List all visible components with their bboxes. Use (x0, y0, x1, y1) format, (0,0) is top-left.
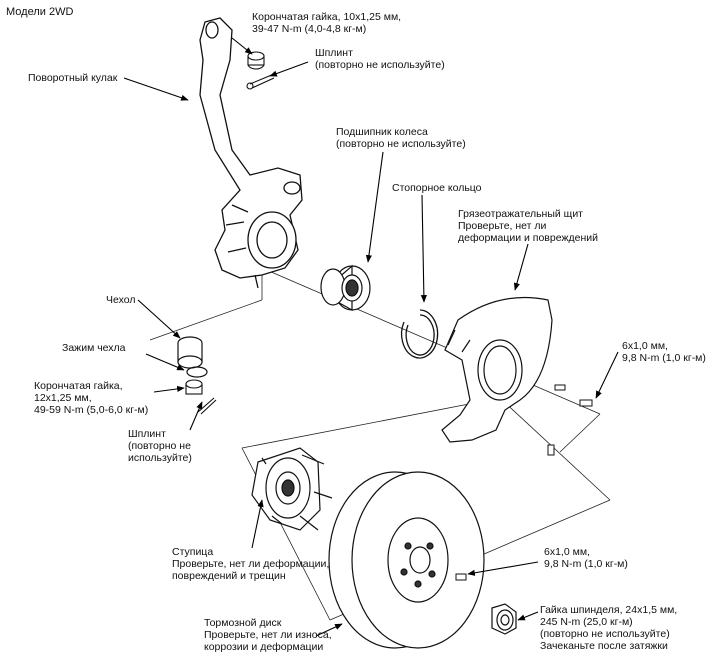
label-line: Поворотный кулак (28, 72, 118, 84)
label-line: деформации и повреждений (458, 232, 598, 244)
label-line: Шплинт (315, 47, 353, 59)
label-line: 12x1,25 мм, (34, 392, 92, 404)
label-line: Корончатая гайка, 10x1,25 мм, (252, 11, 402, 23)
knuckle-boot (177, 336, 203, 369)
castle-nut-top (247, 51, 265, 70)
wheel-hub (251, 447, 333, 531)
label-line: Проверьте, нет ли деформации, (172, 558, 330, 570)
wheel-bearing (320, 264, 371, 312)
label-spindle-nut: Гайка шпинделя, 24x1,5 мм, 245 N-m (25,0… (540, 604, 677, 652)
shield-bolts (547, 384, 593, 456)
label-line: (повторно не (128, 440, 191, 452)
castle-nut-bottom (185, 379, 203, 395)
label-line: 9,8 N-m (1,0 кг-м) (622, 352, 706, 364)
boot-clip (186, 366, 208, 378)
label-line: Чехол (106, 294, 136, 306)
label-line: Подшипник колеса (336, 126, 428, 138)
disc-bolt (455, 573, 467, 581)
label-line: коррозии и деформации (204, 641, 324, 653)
label-snap-ring: Стопорное кольцо (392, 182, 482, 194)
label-brake-disc: Тормозной диск Проверьте, нет ли износа,… (204, 617, 332, 653)
label-line: Корончатая гайка, (34, 380, 123, 392)
label-hub: Ступица Проверьте, нет ли деформации, по… (172, 546, 329, 582)
leader-arrows (123, 37, 619, 637)
label-line: Гайка шпинделя, 24x1,5 мм, (540, 604, 678, 616)
label-line: 6x1,0 мм, (544, 546, 590, 558)
label-line: Грязеотражательный щит (458, 208, 583, 220)
label-bolt-shield: 6x1,0 мм, 9,8 N-m (1,0 кг-м) (622, 340, 706, 364)
steering-knuckle (199, 17, 303, 289)
label-castle-nut-top: Корончатая гайка, 10x1,25 мм, 39-47 N-m … (252, 11, 401, 35)
snap-ring (400, 309, 439, 359)
label-line: Стопорное кольцо (392, 182, 482, 194)
label-line: (повторно не используйте) (315, 59, 445, 71)
spindle-nut (491, 603, 517, 635)
label-cotter-pin-bottom: Шплинт (повторно не используйте) (128, 428, 192, 464)
label-line: Ступица (172, 546, 214, 558)
label-knuckle: Поворотный кулак (28, 72, 117, 84)
label-boot-clip: Зажим чехла (62, 342, 126, 354)
cotter-pin-bottom (197, 397, 217, 415)
label-line: 6x1,0 мм, (622, 340, 668, 352)
page-title: Модели 2WD (6, 6, 74, 18)
label-line: 245 N-m (25,0 кг-м) (540, 616, 633, 628)
label-castle-nut-bottom: Корончатая гайка, 12x1,25 мм, 49-59 N-m … (34, 380, 148, 416)
label-bolt-disc: 6x1,0 мм, 9,8 N-m (1,0 кг-м) (544, 546, 628, 570)
label-line: 49-59 N-m (5,0-6,0 кг-м) (34, 404, 149, 416)
label-line: 9,8 N-m (1,0 кг-м) (544, 558, 628, 570)
label-boot: Чехол (106, 294, 135, 306)
label-splash-shield: Грязеотражательный щит Проверьте, нет ли… (458, 208, 598, 244)
label-line: используйте) (128, 452, 192, 464)
cotter-pin-top (246, 73, 275, 90)
label-line: (повторно не используйте) (540, 628, 670, 640)
brake-disc (328, 471, 485, 649)
label-wheel-bearing: Подшипник колеса (повторно не используйт… (336, 126, 466, 150)
splash-shield (441, 296, 553, 443)
label-line: Тормозной диск (204, 617, 282, 629)
label-line: (повторно не используйте) (336, 138, 466, 150)
label-line: Проверьте, нет ли (458, 220, 547, 232)
label-line: Проверьте, нет ли износа, (204, 629, 332, 641)
label-line: Зачеканьте после затяжки (540, 640, 668, 652)
label-line: 39-47 N-m (4,0-4,8 кг-м) (252, 23, 367, 35)
label-cotter-pin-top: Шплинт (повторно не используйте) (315, 47, 445, 71)
label-line: Шплинт (128, 428, 166, 440)
label-line: повреждений и трещин (172, 570, 286, 582)
label-line: Зажим чехла (62, 342, 126, 354)
